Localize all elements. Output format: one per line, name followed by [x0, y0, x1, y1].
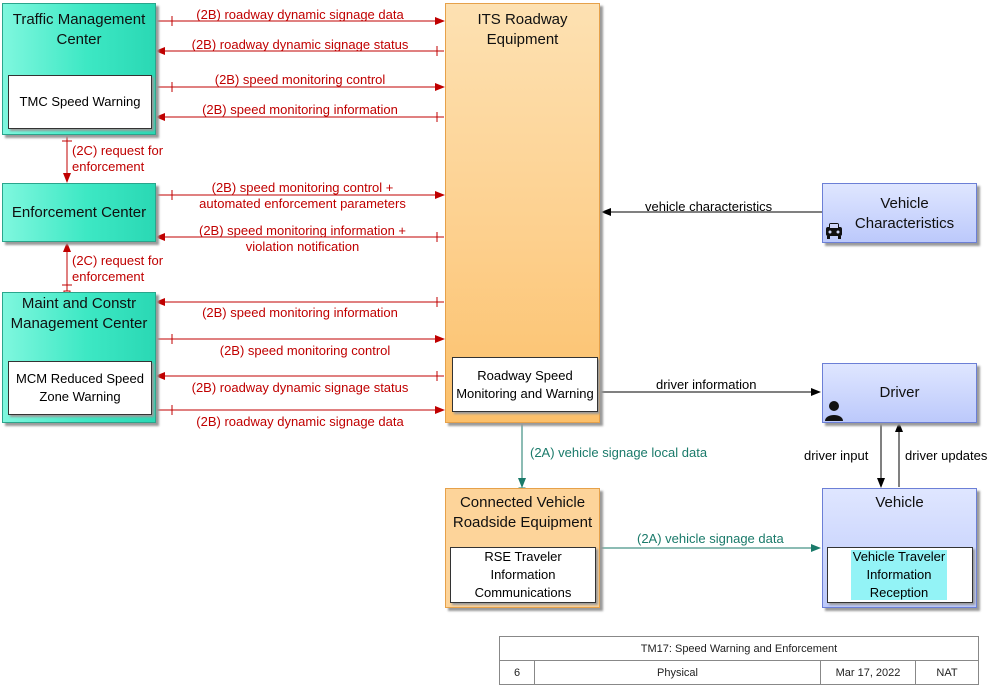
vehicle-traveler-information-reception-frame[interactable]: Vehicle Traveler Information Reception	[827, 547, 973, 603]
titleblock-title: TM17: Speed Warning and Enforcement	[499, 636, 979, 661]
traffic-management-center[interactable]: Traffic Management Center TMC Speed Warn…	[2, 3, 156, 135]
connected-vehicle-roadside-equipment[interactable]: Connected Vehicle Roadside Equipment RSE…	[445, 488, 600, 608]
titleblock-org: NAT	[915, 660, 979, 685]
enforcement-title: Enforcement Center	[11, 204, 147, 221]
titleblock-view: Physical	[534, 660, 821, 685]
flow-label-vehicle-signage-data: (2A) vehicle signage data	[637, 531, 784, 546]
driver[interactable]: Driver	[822, 363, 977, 423]
tmc-speed-warning[interactable]: TMC Speed Warning	[8, 75, 152, 129]
its-title: ITS Roadway Equipment	[477, 11, 568, 48]
roadway-speed-monitoring-warning[interactable]: Roadway Speed Monitoring and Warning	[452, 357, 598, 412]
flow-label-speed-monitoring-information-enforcement: (2B) speed monitoring information + viol…	[198, 223, 407, 254]
flow-label-speed-monitoring-control-mcm: (2B) speed monitoring control	[219, 343, 391, 358]
vehicle-characteristics[interactable]: Vehicle Characteristics	[822, 183, 977, 243]
mcm-reduced-speed-zone-warning[interactable]: MCM Reduced Speed Zone Warning	[8, 361, 152, 415]
rse-traveler-information-communications[interactable]: RSE Traveler Information Communications	[450, 547, 596, 603]
flow-label-vehicle-characteristics: vehicle characteristics	[645, 199, 773, 214]
flow-label-driver-input: driver input	[804, 448, 869, 463]
person-icon	[825, 401, 843, 421]
flow-label-request-for-enforcement-2: (2C) request for enforcement	[72, 253, 164, 284]
vehicle[interactable]: Vehicle Vehicle Traveler Information Rec…	[822, 488, 977, 608]
mcm-title: Maint and Constr Management Center	[10, 295, 148, 332]
flow-label-speed-monitoring-control-tmc: (2B) speed monitoring control	[214, 72, 386, 87]
flow-label-vehicle-signage-local-data: (2A) vehicle signage local data	[530, 445, 708, 460]
flow-label-speed-monitoring-information-tmc: (2B) speed monitoring information	[202, 102, 398, 117]
flow-label-roadway-dynamic-signage-status-tmc: (2B) roadway dynamic signage status	[191, 37, 409, 52]
flow-label-roadway-dynamic-signage-data-tmc: (2B) roadway dynamic signage data	[196, 7, 404, 22]
vehicle-title: Vehicle	[875, 494, 924, 511]
flow-label-request-for-enforcement-1: (2C) request for enforcement	[72, 143, 164, 174]
tmc-title: Traffic Management Center	[12, 11, 146, 48]
flow-label-speed-monitoring-information-mcm: (2B) speed monitoring information	[202, 305, 398, 320]
flow-label-driver-updates: driver updates	[905, 448, 988, 463]
flow-label-roadway-dynamic-signage-data-mcm: (2B) roadway dynamic signage data	[196, 414, 404, 429]
enforcement-center[interactable]: Enforcement Center	[2, 183, 156, 242]
titleblock-date: Mar 17, 2022	[820, 660, 916, 685]
flow-label-roadway-dynamic-signage-status-mcm: (2B) roadway dynamic signage status	[191, 380, 409, 395]
titleblock-number: 6	[499, 660, 535, 685]
flow-label-speed-monitoring-control-enforcement: (2B) speed monitoring control + automate…	[199, 180, 406, 211]
its-roadway-equipment[interactable]: ITS Roadway Equipment Roadway Speed Moni…	[445, 3, 600, 423]
car-icon	[826, 223, 842, 239]
vehicle-traveler-information-reception: Vehicle Traveler Information Reception	[851, 549, 947, 600]
cvre-title: Connected Vehicle Roadside Equipment	[452, 494, 593, 531]
driver-title: Driver	[879, 384, 920, 401]
vehicle-characteristics-title: Vehicle Characteristics	[854, 195, 955, 232]
maint-constr-management-center[interactable]: Maint and Constr Management Center MCM R…	[2, 292, 156, 423]
flow-label-driver-information: driver information	[656, 377, 757, 392]
